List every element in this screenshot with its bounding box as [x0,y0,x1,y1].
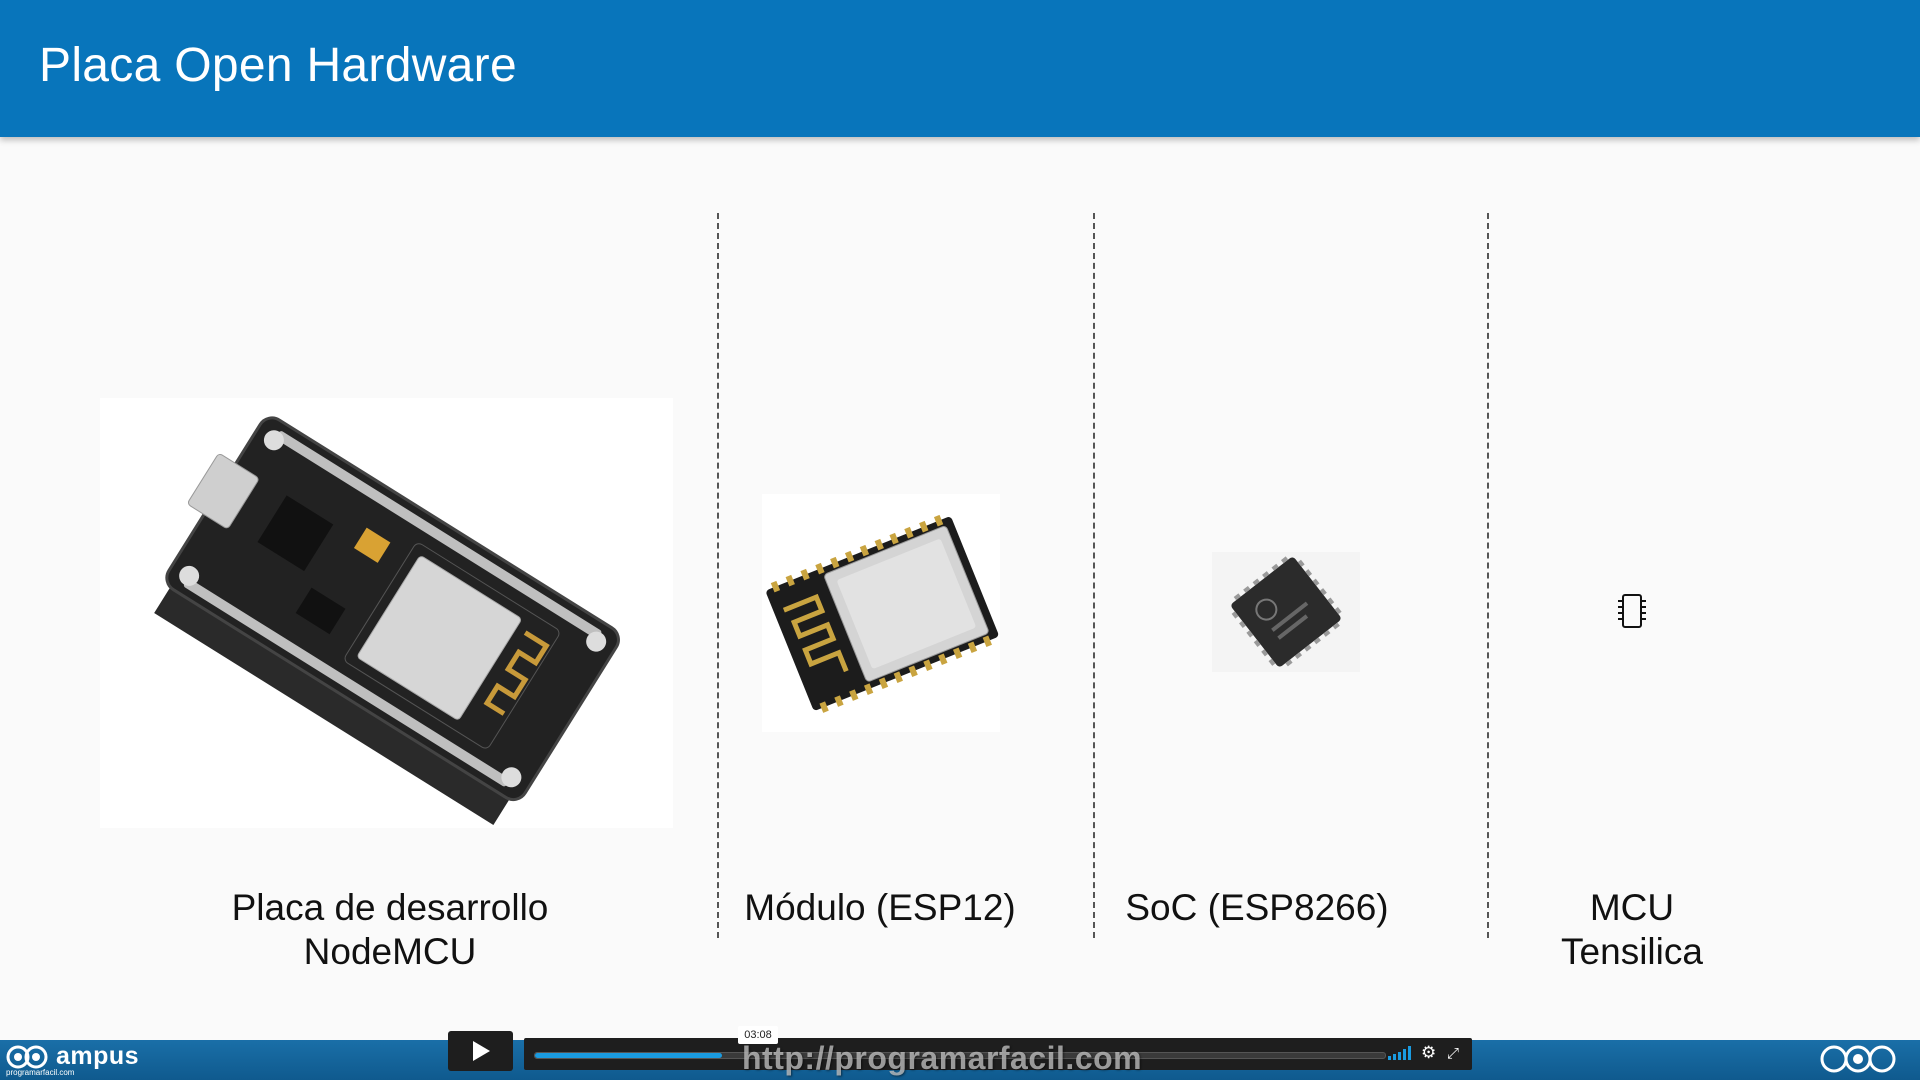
caption-mcu-line2: Tensilica [1561,931,1703,972]
chip-icon [1616,592,1648,630]
column-divider-2 [1093,213,1095,938]
progress-track[interactable] [534,1052,1386,1059]
progress-fill [535,1053,722,1058]
column-divider-1 [717,213,719,938]
play-icon [473,1041,490,1061]
nodemcu-board-image [100,398,673,828]
esp8266-soc-image [1212,552,1360,672]
watermark-url: http://programarfacil.com [742,1040,1143,1076]
caption-nodemcu-line1: Placa de desarrollo [231,887,549,928]
brand-sub: programarfacil.com [6,1068,75,1077]
progress-bar-container [524,1038,1472,1070]
slide-header: Placa Open Hardware [0,0,1920,137]
time-tooltip: 03:08 [738,1026,778,1044]
esp12-module-image [762,494,1000,732]
caption-esp8266-line1: SoC (ESP8266) [1125,887,1389,928]
caption-mcu-line1: MCU [1589,887,1675,928]
caption-mcu: MCU Tensilica [1532,886,1732,974]
gear-icon[interactable]: ⚙ [1421,1043,1437,1062]
column-divider-3 [1487,213,1489,938]
caption-esp12-line1: Módulo (ESP12) [744,887,1016,928]
caption-esp12: Módulo (ESP12) [730,886,1030,930]
fullscreen-icon[interactable]: ⤢ [1447,1045,1460,1062]
caption-nodemcu-line2: NodeMCU [303,931,477,972]
caption-esp8266: SoC (ESP8266) [1112,886,1402,930]
caption-nodemcu: Placa de desarrollo NodeMCU [190,886,590,974]
play-button[interactable] [448,1031,513,1071]
brand-word: ampus [56,1042,140,1070]
campus-logo-icon [6,1045,48,1069]
volume-icon[interactable] [1388,1046,1414,1060]
corner-campus-logo-icon [1818,1041,1898,1077]
slide-title: Placa Open Hardware [39,39,517,92]
